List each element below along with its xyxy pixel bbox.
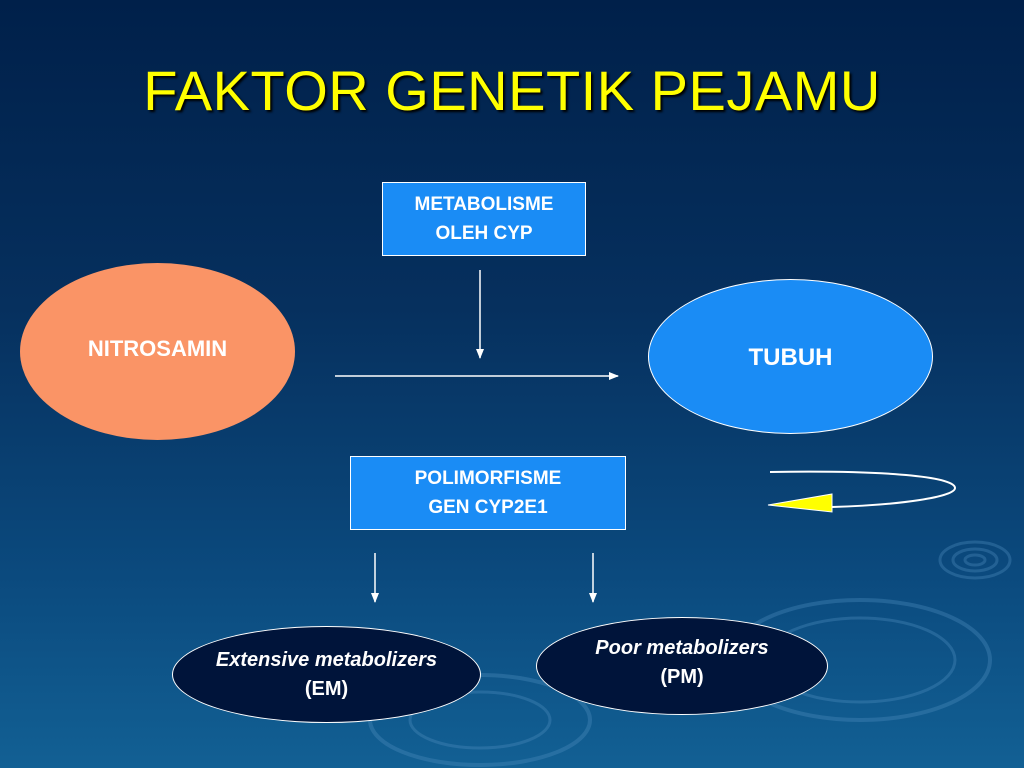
- yellow-arrowhead: [767, 493, 833, 513]
- poor-metabolizers-ellipse: Poor metabolizers (PM): [536, 617, 828, 715]
- tubuh-ellipse: TUBUH: [648, 279, 933, 434]
- nitrosamin-ellipse: NITROSAMIN: [20, 263, 295, 440]
- pm-label-line2: (PM): [660, 666, 704, 688]
- pm-label-line1: Poor metabolizers: [595, 637, 769, 659]
- curved-return-arrow: [769, 470, 957, 508]
- polymorphism-box: POLIMORFISME GEN CYP2E1: [350, 456, 626, 530]
- extensive-metabolizers-ellipse: Extensive metabolizers (EM): [172, 626, 481, 723]
- slide-title: FAKTOR GENETIK PEJAMU: [143, 59, 881, 122]
- polymorphism-label-line2: GEN CYP2E1: [428, 497, 548, 518]
- em-label-line2: (EM): [304, 677, 349, 700]
- metabolism-label-line2: OLEH CYP: [435, 223, 533, 244]
- metabolism-label-line1: METABOLISME: [414, 194, 554, 215]
- em-label-line1: Extensive metabolizers: [215, 648, 438, 671]
- tubuh-label: TUBUH: [748, 343, 833, 371]
- metabolism-box: METABOLISME OLEH CYP: [382, 182, 586, 256]
- nitrosamin-label: NITROSAMIN: [87, 336, 228, 361]
- polymorphism-label-line1: POLIMORFISME: [414, 468, 562, 489]
